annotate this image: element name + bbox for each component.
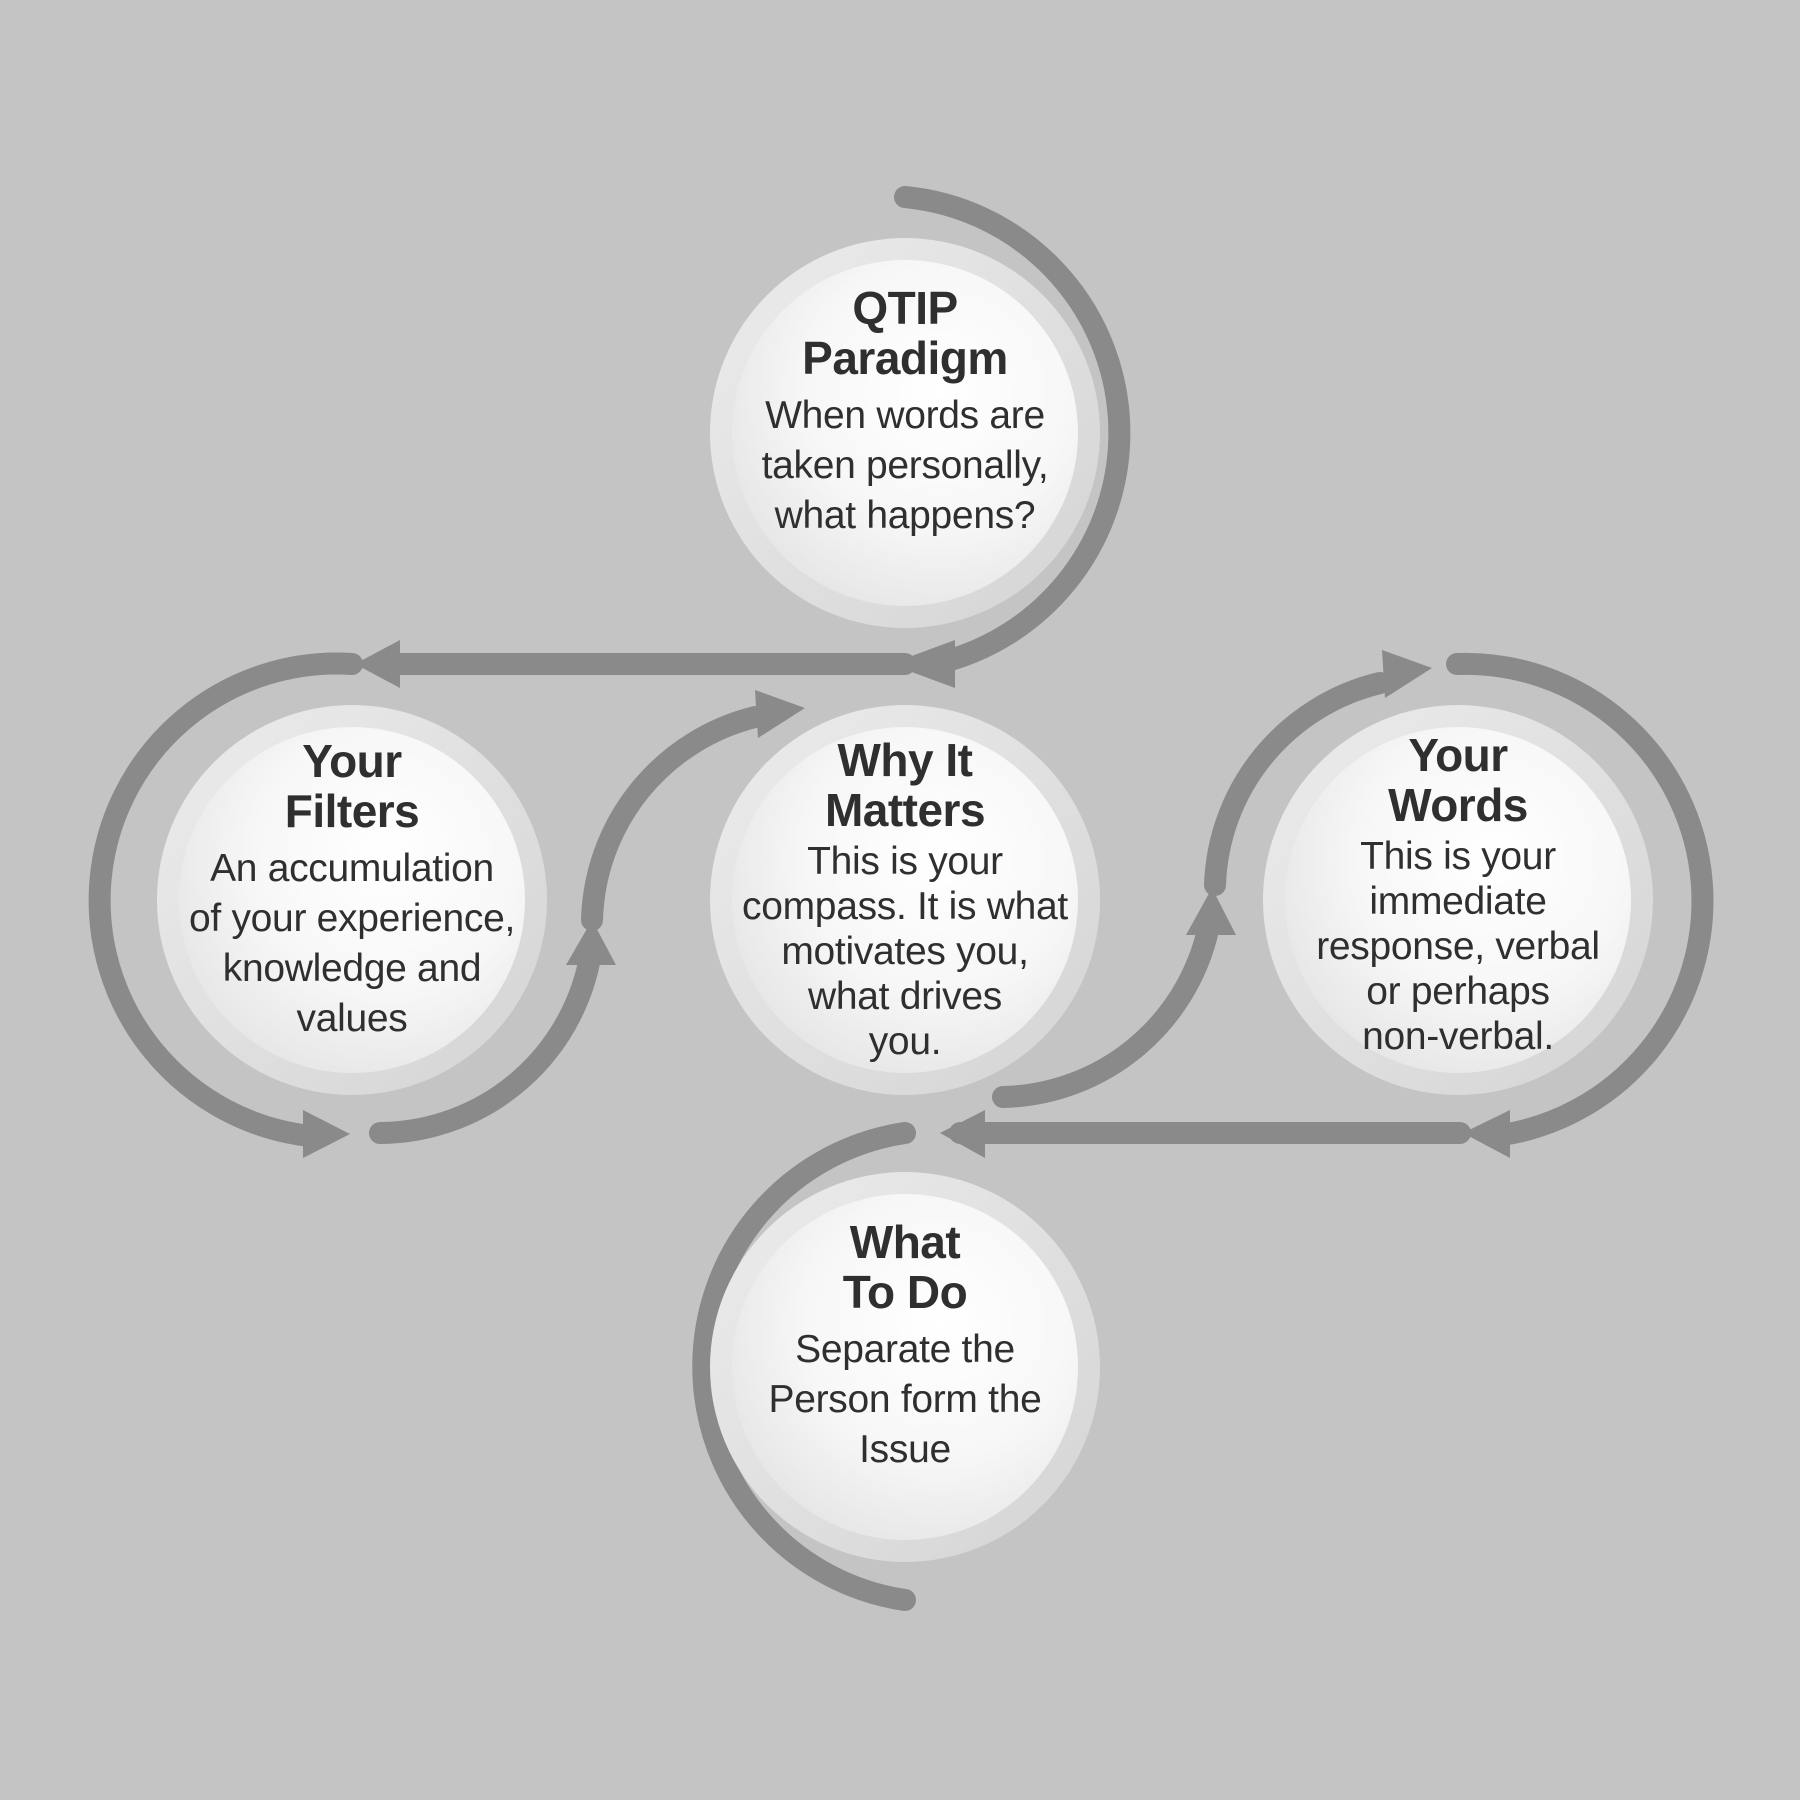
arc-filters-right-bottom <box>369 934 603 1144</box>
node-what-to-do: What To Do Separate the Person form the … <box>735 1217 1075 1475</box>
arc-words-left-upper <box>1204 672 1391 896</box>
arrowhead-top-arc <box>890 640 955 688</box>
node-title: QTIP Paradigm <box>802 282 1008 384</box>
arc-center-to-words-lower <box>992 909 1221 1108</box>
arc-filters-left <box>88 652 363 1147</box>
node-title: Why It Matters <box>824 734 986 836</box>
node-title: Your Words <box>1388 729 1528 831</box>
arrowhead-words-bottom <box>1463 1110 1510 1158</box>
node-disc-filters <box>157 705 547 1095</box>
node-title: Your Filters <box>284 735 420 837</box>
node-description: This is your immediate response, verbal … <box>1316 835 1600 1058</box>
node-your-filters: Your Filters An accumulation of your exp… <box>167 736 537 1044</box>
arrowhead-to-todo <box>940 1110 985 1158</box>
node-disc-top <box>710 238 1100 628</box>
arc-todo-left <box>692 1122 916 1611</box>
node-description: When words are taken personally, what ha… <box>761 394 1049 537</box>
arrowhead-words-top <box>1382 650 1432 698</box>
arrowhead-filters-up <box>566 920 616 965</box>
arrowhead-to-filters <box>355 640 400 688</box>
node-description: This is your compass. It is what motivat… <box>742 840 1068 1063</box>
node-your-words: Your Words This is your immediate respon… <box>1288 730 1628 1059</box>
node-title: What To Do <box>842 1216 968 1318</box>
arrowhead-filters-to-center <box>755 690 805 738</box>
arc-words-right <box>1446 652 1714 1147</box>
node-disc-words <box>1263 705 1653 1095</box>
arc-top-right <box>894 186 1131 675</box>
node-why-it-matters: Why It Matters This is your compass. It … <box>715 735 1095 1064</box>
arrowhead-center-to-words <box>1186 888 1236 935</box>
node-description: Separate the Person form the Issue <box>768 1328 1042 1471</box>
node-disc-todo <box>710 1172 1100 1562</box>
node-disc-center <box>710 705 1100 1095</box>
node-qtip-paradigm: QTIP Paradigm When words are taken perso… <box>735 283 1075 541</box>
arrowhead-filters-bottom <box>303 1110 350 1158</box>
arc-filters-right-top <box>581 706 766 931</box>
node-description: An accumulation of your experience, know… <box>189 847 515 1040</box>
